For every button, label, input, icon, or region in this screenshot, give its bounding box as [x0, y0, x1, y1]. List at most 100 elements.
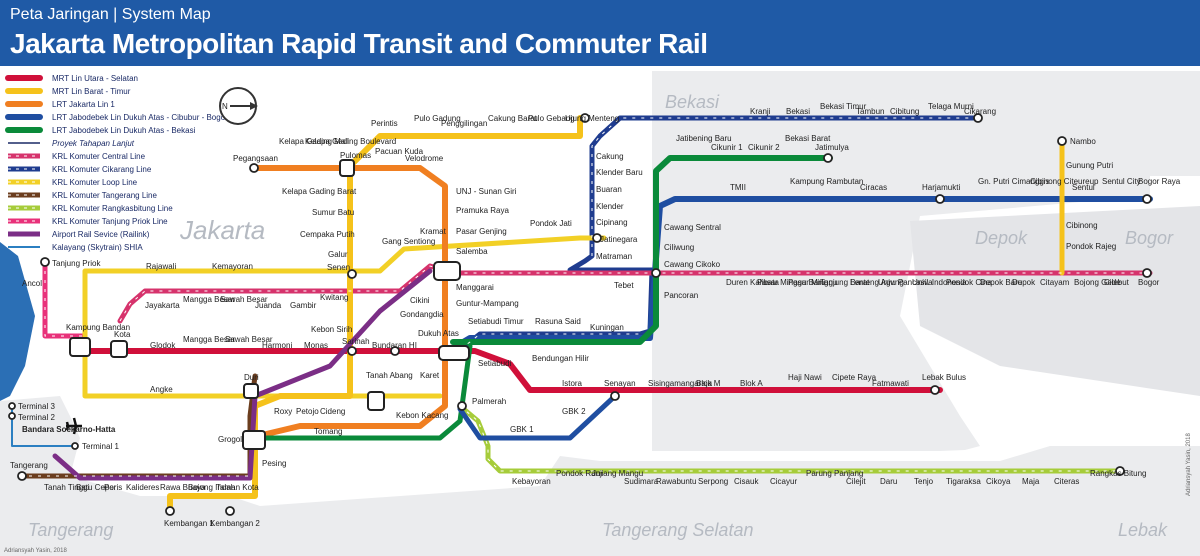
station-dot-terminal-1: [71, 442, 79, 450]
station-label-ciliwung: Ciliwung: [664, 243, 694, 252]
station-label-tanjung-priok: Tanjung Priok: [52, 259, 101, 268]
region-label-bekasi: Bekasi: [665, 92, 720, 112]
station-label-harmoni: Harmoni: [262, 341, 292, 350]
station-label-kelapa-gading-boulevard: Kelapa Gading Boulevard: [305, 137, 396, 146]
line-lrt-bekasi: [450, 155, 833, 345]
station-label-glodok: Glodok: [150, 341, 176, 350]
region-label-tangerang-selatan: Tangerang Selatan: [602, 520, 753, 540]
station-label-poris: Poris: [104, 483, 122, 492]
station-label-petojo: Petojo: [296, 407, 319, 416]
station-label-kampung-bandan: Kampung Bandan: [66, 323, 130, 332]
station-label-kebayoran: Kebayoran: [512, 477, 551, 486]
station-label-pulomas: Pulomas: [340, 151, 371, 160]
station-label-sentul-city: Sentul City: [1102, 177, 1141, 186]
region-label-bogor: Bogor: [1125, 228, 1174, 248]
station-label-cibinong-citeureup: Cibinong Citeureup: [1030, 177, 1099, 186]
legend-label: KRL Komuter Tangerang Line: [52, 191, 158, 200]
station-label-cipete-raya: Cipete Raya: [832, 373, 877, 382]
legend-label: MRT Lin Utara - Selatan: [52, 74, 138, 83]
station-label-dukuh-atas: Dukuh Atas: [418, 329, 459, 338]
map-header: Peta Jaringan | System Map Jakarta Metro…: [0, 0, 1200, 66]
station-label-citayam: Citayam: [1040, 278, 1070, 287]
station-dot-bundaran-hi: [390, 346, 400, 356]
legend-label: LRT Jabodebek Lin Dukuh Atas - Cibubur -…: [52, 113, 228, 122]
legend-label: KRL Komuter Tanjung Priok Line: [52, 217, 168, 226]
station-label-gn-putri-cimanggis: Gn. Putri Cimanggis: [978, 177, 1050, 186]
station-label-batu-ceper: Batu Ceper: [76, 483, 117, 492]
station-label-cibitung: Cibitung: [890, 107, 919, 116]
station-label-taman-kota: Taman Kota: [216, 483, 259, 492]
station-label-cicayur: Cicayur: [770, 477, 797, 486]
station-label-gondangdia: Gondangdia: [400, 310, 444, 319]
legend-item-krl-cikarang: KRL Komuter Cikarang Line: [8, 165, 152, 174]
legend-item-lrt-bekasi: LRT Jabodebek Lin Dukuh Atas - Bekasi: [5, 126, 196, 135]
station-label-rasuna-said: Rasuna Said: [535, 317, 581, 326]
station-label-pasar-minggu-baru: Pasar Minggu Baru: [757, 278, 825, 287]
station-label-pondok-jati: Pondok Jati: [530, 219, 572, 228]
station-label-pancoran: Pancoran: [664, 291, 698, 300]
station-label-cawang-sentral: Cawang Sentral: [664, 223, 721, 232]
station-label-gambir: Gambir: [290, 301, 317, 310]
station-dot-bogor: [1142, 268, 1152, 278]
station-label-kelapa-gading-mall: Kelapa Gading Mall: [279, 137, 349, 146]
station-label-serpong: Serpong: [698, 477, 728, 486]
station-label-sawah-besar-mrt: Sawah Besar: [225, 335, 273, 344]
station-label-univ-indonesia: Univ. Indonesia: [912, 278, 967, 287]
station-label-sentul: Sentul: [1072, 183, 1095, 192]
station-dot-kembangan-1: [165, 506, 175, 516]
station-label-ujung-menteng: Ujung Menteng: [565, 114, 619, 123]
station-label-harjamukti: Harjamukti: [922, 183, 960, 192]
station-label-bekasi: Bekasi: [786, 107, 810, 116]
station-label-pondok-rajeg: Pondok Rajeg: [1066, 242, 1116, 251]
interchange-kampung-bandan: [69, 337, 91, 357]
station-label-gunung-putri: Gunung Putri: [1066, 161, 1113, 170]
station-label-istora: Istora: [562, 379, 583, 388]
station-label-bogor: Bogor: [1138, 278, 1160, 287]
station-label-tomang: Tomang: [314, 427, 342, 436]
station-label-nambo: Nambo: [1070, 137, 1096, 146]
station-label-galur: Galur: [328, 250, 348, 259]
station-label-depok: Depok: [1012, 278, 1036, 287]
interchange-grogol: [242, 430, 266, 450]
station-label-haji-nawi: Haji Nawi: [788, 373, 822, 382]
station-label-tanah-tinggi: Tanah Tinggi: [44, 483, 90, 492]
station-label-kemayoran: Kemayoran: [212, 262, 253, 271]
station-dot-palmerah: [457, 401, 467, 411]
station-label-cikunir-2: Cikunir 2: [748, 143, 780, 152]
legend-label: Airport Rail Sevice (Railink): [52, 230, 150, 239]
station-label-blok-a: Blok A: [740, 379, 763, 388]
interchange-duri: [243, 383, 259, 399]
station-label-kembangan-1: Kembangan 1: [164, 519, 214, 528]
line-lrt-tomang: [252, 343, 473, 441]
legend-label: KRL Komuter Central Line: [52, 152, 146, 161]
station-label-sudimara: Sudimara: [624, 477, 659, 486]
station-label-cikini: Cikini: [410, 296, 430, 305]
station-label-cawang-cikoko: Cawang Cikoko: [664, 260, 721, 269]
station-dot-cawang-cikoko: [651, 268, 661, 278]
station-label-tebet: Tebet: [614, 281, 634, 290]
station-dot-ujung-menteng: [580, 113, 590, 123]
station-label-jatibening-baru: Jatibening Baru: [676, 134, 732, 143]
station-label-lebak-bulus: Lebak Bulus: [922, 373, 966, 382]
station-label-cilejit: Cilejit: [846, 477, 866, 486]
station-label-kebon-sirih: Kebon Sirih: [311, 325, 352, 334]
station-dot-terminal-3: [8, 402, 16, 410]
legend-item-lrt-jakarta: LRT Jakarta Lin 1: [5, 100, 115, 109]
station-label-citeras: Citeras: [1054, 477, 1079, 486]
station-label-cikunir-1: Cikunir 1: [711, 143, 743, 152]
station-label-jatimulya: Jatimulya: [815, 143, 849, 152]
station-label-karet: Karet: [420, 371, 440, 380]
station-label-kota: Kota: [114, 330, 131, 339]
station-label-pegangsaan: Pegangsaan: [233, 154, 278, 163]
station-label-pacuan-kuda: Pacuan Kuda: [375, 147, 424, 156]
legend-label: LRT Jabodebek Lin Dukuh Atas - Bekasi: [52, 126, 196, 135]
station-label-sarinah: Sarinah: [342, 337, 370, 346]
station-label-gbk-1: GBK 1: [510, 425, 534, 434]
interchange-pulomas: [339, 159, 355, 177]
station-label-cilebut: Cilebut: [1104, 278, 1130, 287]
station-label-rawa-buaya: Rawa Buaya: [160, 483, 206, 492]
station-dot-kembangan-2: [225, 506, 235, 516]
station-label-lenteng-agung: Lenteng Agung: [850, 278, 904, 287]
sea-area: [0, 242, 35, 401]
station-labels: Pegangsaan Kelapa Gading Mall Kelapa Gad…: [10, 102, 1181, 528]
